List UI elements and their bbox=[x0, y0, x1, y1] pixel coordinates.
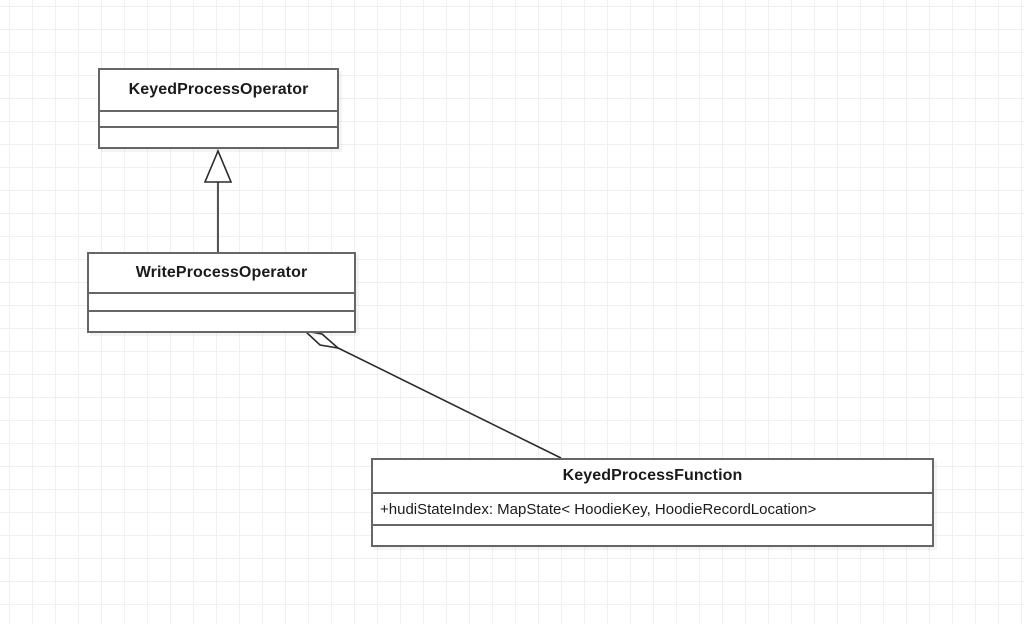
aggregation-edge bbox=[302, 329, 562, 459]
aggregation-line bbox=[329, 343, 562, 459]
methods-compartment-write-process-operator bbox=[89, 310, 354, 331]
hollow-diamond-arrowhead bbox=[302, 329, 341, 350]
class-box-keyed-process-operator[interactable]: KeyedProcessOperator bbox=[98, 68, 339, 149]
hollow-triangle-arrowhead bbox=[203, 148, 233, 183]
attribute-row-hudi-state-index: +hudiStateIndex: MapState< HoodieKey, Ho… bbox=[373, 492, 932, 524]
class-box-keyed-process-function[interactable]: KeyedProcessFunction +hudiStateIndex: Ma… bbox=[371, 458, 934, 547]
class-name-write-process-operator: WriteProcessOperator bbox=[89, 254, 354, 292]
methods-compartment-keyed-process-function bbox=[373, 524, 932, 545]
class-name-keyed-process-function: KeyedProcessFunction bbox=[373, 460, 932, 492]
class-name-keyed-process-operator: KeyedProcessOperator bbox=[100, 70, 337, 110]
attributes-compartment-write-process-operator bbox=[89, 292, 354, 310]
generalization-edge bbox=[203, 148, 233, 252]
attributes-compartment-keyed-process-operator bbox=[100, 110, 337, 126]
methods-compartment-keyed-process-operator bbox=[100, 126, 337, 147]
class-box-write-process-operator[interactable]: WriteProcessOperator bbox=[87, 252, 356, 333]
